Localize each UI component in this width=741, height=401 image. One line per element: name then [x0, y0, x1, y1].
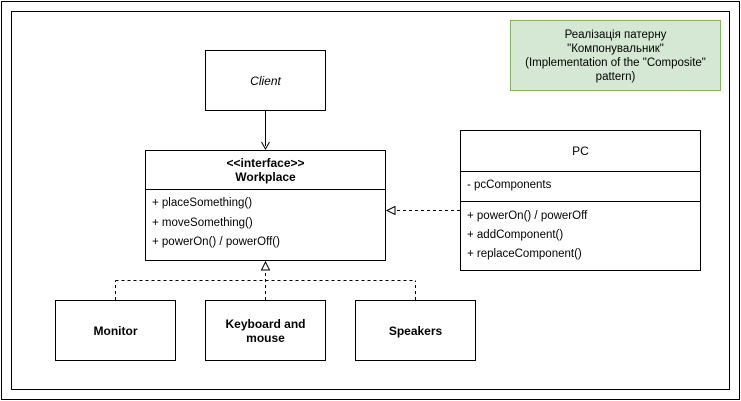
workplace-stereotype: <<interface>> — [226, 156, 305, 170]
operation-item: + powerOn() / powerOff() — [152, 236, 280, 248]
workplace-interface-box[interactable]: <<interface>> Workplace + placeSomething… — [145, 150, 386, 261]
pc-class-box[interactable]: PC - pcComponents + powerOn() / powerOff… — [460, 130, 701, 271]
note-line: pattern) — [595, 70, 636, 83]
pc-header: PC — [461, 131, 700, 172]
note-text: Реалізація патерну "Компонувальник" (Imp… — [525, 28, 706, 84]
client-to-workplace-arrow — [261, 111, 270, 151]
workplace-name: Workplace — [235, 170, 296, 184]
keyboard-mouse-box[interactable]: Keyboard and mouse — [205, 300, 326, 361]
operation-item: + moveSomething() — [152, 216, 253, 229]
speakers-box[interactable]: Speakers — [355, 300, 476, 361]
monitor-label: Monitor — [93, 323, 138, 338]
pc-realizes-workplace-arrow — [385, 205, 460, 216]
note-line: (Implementation of the "Composite" — [525, 56, 706, 69]
client-box[interactable]: Client — [205, 50, 326, 111]
monitor-box[interactable]: Monitor — [55, 300, 176, 361]
operation-item: + replaceComponent() — [467, 248, 582, 260]
note-line: "Компонувальник" — [567, 42, 664, 55]
workplace-header: <<interface>> Workplace — [146, 151, 385, 190]
pc-attributes: - pcComponents — [461, 172, 700, 202]
attribute-item: - pcComponents — [467, 179, 552, 191]
operation-item: + powerOn() / powerOff — [467, 210, 588, 222]
pc-operations: + powerOn() / powerOff + addComponent() … — [461, 202, 700, 264]
speakers-label: Speakers — [388, 323, 443, 338]
keyboard-mouse-label: Keyboard and mouse — [225, 316, 306, 345]
leaves-realize-workplace-arrow — [115, 260, 416, 300]
diagram-canvas — [11, 11, 730, 390]
operation-item: + placeSomething() — [152, 197, 253, 209]
workplace-operations: + placeSomething() + moveSomething() + p… — [146, 190, 385, 253]
pc-name: PC — [572, 144, 589, 158]
client-label: Client — [250, 73, 281, 88]
note-box[interactable]: Реалізація патерну "Компонувальник" (Imp… — [510, 20, 721, 91]
operation-item: + addComponent() — [467, 229, 564, 241]
note-line: Реалізація патерну — [564, 28, 667, 41]
